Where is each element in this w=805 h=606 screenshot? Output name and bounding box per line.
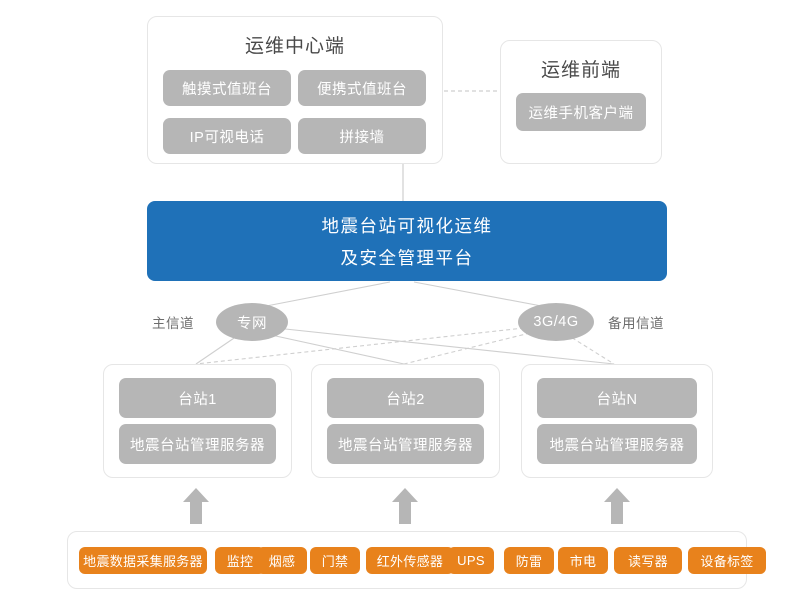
station-3-server[interactable]: 地震台站管理服务器: [537, 424, 697, 464]
device-tag-mains-power[interactable]: 市电: [558, 547, 608, 574]
ops-center-title: 运维中心端: [244, 36, 345, 57]
node-private-network[interactable]: 专网: [216, 303, 288, 341]
platform-box: 地震台站可视化运维 及安全管理平台: [147, 201, 667, 281]
station-2-name[interactable]: 台站2: [327, 378, 484, 418]
chip-touch-duty-console[interactable]: 触摸式值班台: [163, 70, 291, 106]
device-tag-seismic-data-server[interactable]: 地震数据采集服务器: [79, 547, 207, 574]
primary-channel-label: 主信道: [152, 316, 194, 331]
station-1-server[interactable]: 地震台站管理服务器: [119, 424, 276, 464]
device-tag-reader[interactable]: 读写器: [614, 547, 682, 574]
station-2-server[interactable]: 地震台站管理服务器: [327, 424, 484, 464]
device-tag-ups[interactable]: UPS: [448, 547, 494, 574]
device-tag-surveillance[interactable]: 监控: [215, 547, 265, 574]
chip-ip-video-phone[interactable]: IP可视电话: [163, 118, 291, 154]
chip-portable-duty-console[interactable]: 便携式值班台: [298, 70, 426, 106]
device-tag-smoke-sensor[interactable]: 烟感: [257, 547, 307, 574]
node-3g4g[interactable]: 3G/4G: [518, 303, 594, 341]
station-1-name[interactable]: 台站1: [119, 378, 276, 418]
backup-channel-label: 备用信道: [608, 316, 664, 331]
wire-zhuanwang-to-station2: [261, 332, 405, 365]
chip-video-wall[interactable]: 拼接墙: [298, 118, 426, 154]
device-tag-infrared-sensor[interactable]: 红外传感器: [366, 547, 454, 574]
wire-3g4g-to-station2: [403, 332, 531, 365]
up-arrow-station-2: [392, 488, 418, 524]
wire-platform-to-zhuanwang: [255, 281, 391, 309]
up-arrow-station-3: [604, 488, 630, 524]
device-tag-equipment-label[interactable]: 设备标签: [688, 547, 766, 574]
wire-platform-to-3g4g: [413, 281, 553, 309]
chip-mobile-client[interactable]: 运维手机客户端: [516, 93, 646, 131]
platform-line-2: 及安全管理平台: [340, 247, 474, 268]
up-arrow-station-1: [183, 488, 209, 524]
device-tag-lightning-protection[interactable]: 防雷: [504, 547, 554, 574]
platform-line-1: 地震台站可视化运维: [321, 215, 493, 236]
station-3-name[interactable]: 台站N: [537, 378, 697, 418]
device-tag-access-control[interactable]: 门禁: [310, 547, 360, 574]
ops-front-title: 运维前端: [540, 60, 621, 81]
